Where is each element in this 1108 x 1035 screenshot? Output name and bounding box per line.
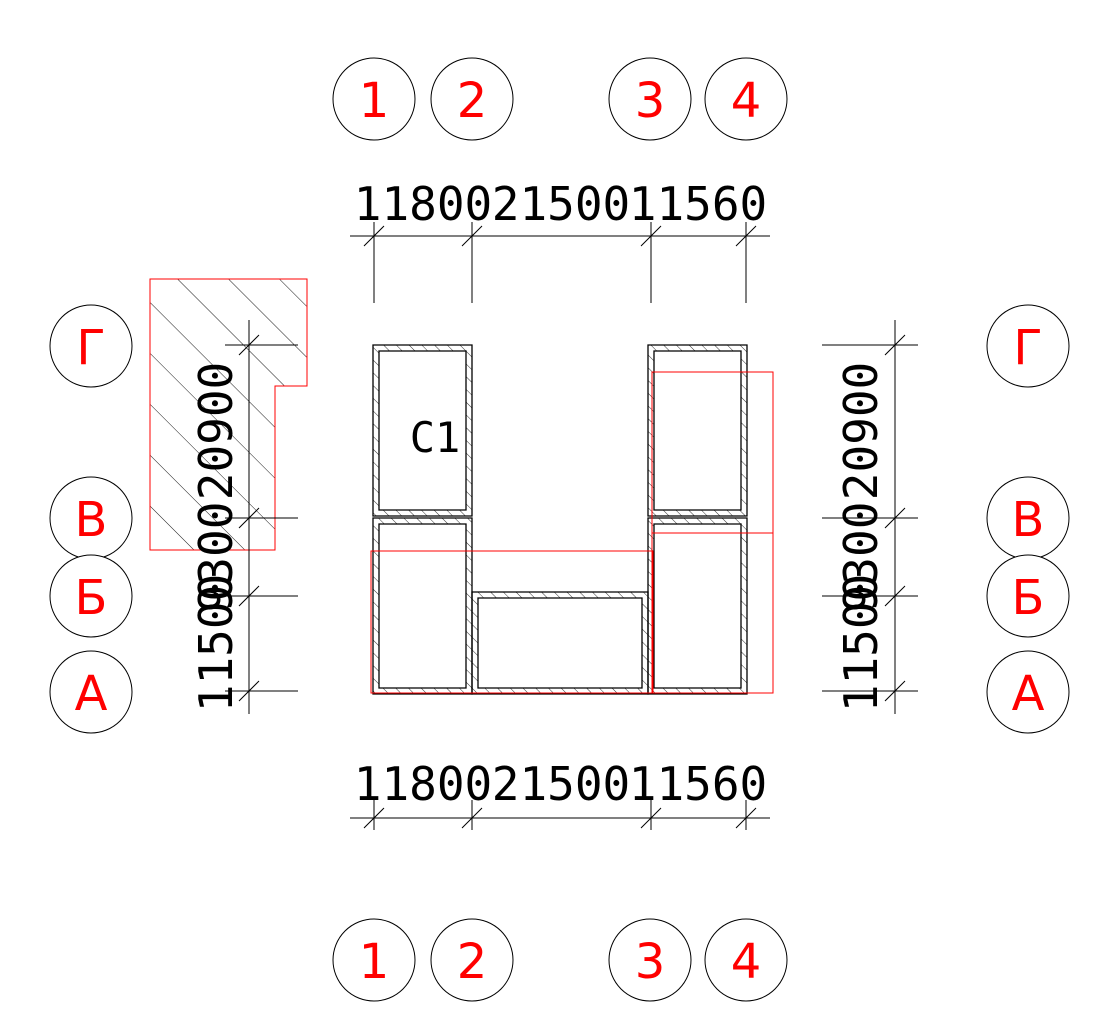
wall-left-upper — [372, 344, 473, 517]
axis-bubble-1-bottom[interactable]: 1 — [332, 918, 416, 1002]
column-axes-top: 1 2 3 4 — [332, 57, 788, 141]
axis-label: А — [1012, 666, 1045, 722]
axis-bubble-b-right[interactable]: Б — [986, 554, 1070, 638]
axis-label: В — [75, 492, 108, 548]
dim-bottom-3: 11560 — [629, 757, 767, 811]
right-dimension-line: 11500 9300 20900 — [822, 320, 918, 714]
left-dimension-line: 11500 9300 20900 — [189, 320, 298, 714]
room-label: С1 — [410, 413, 461, 462]
axis-bubble-a-left[interactable]: А — [49, 650, 133, 734]
axis-label: Г — [76, 320, 105, 376]
axis-bubble-3-top[interactable]: 3 — [608, 57, 692, 141]
axis-bubble-g-right[interactable]: Г — [986, 304, 1070, 388]
bottom-dimension-line: 11800 21500 11560 — [350, 757, 770, 830]
axis-label: 1 — [359, 73, 390, 129]
row-axes-right: Г В Б А — [986, 304, 1070, 734]
dim-top-1: 11800 — [354, 177, 492, 231]
axis-label: В — [1012, 492, 1045, 548]
dim-bottom-1: 11800 — [354, 757, 492, 811]
wall-right-upper — [647, 344, 748, 517]
red-hatched-region — [149, 278, 308, 551]
dim-right-1: 11500 — [834, 574, 888, 712]
dim-left-2: 9300 — [189, 502, 243, 613]
dim-right-2: 9300 — [834, 502, 888, 613]
red-overlays — [370, 371, 774, 694]
axis-bubble-v-left[interactable]: В — [49, 476, 133, 560]
axis-label: 4 — [731, 73, 762, 129]
axis-label: Б — [75, 570, 108, 626]
axis-bubble-3-bottom[interactable]: 3 — [608, 918, 692, 1002]
axis-bubble-2-top[interactable]: 2 — [430, 57, 514, 141]
wall-left-lower — [372, 517, 473, 695]
axis-bubble-a-right[interactable]: А — [986, 650, 1070, 734]
top-dimension-line: 11800 21500 11560 — [350, 177, 770, 303]
axis-label: 4 — [731, 934, 762, 990]
dim-top-2: 21500 — [492, 177, 630, 231]
axis-bubble-v-right[interactable]: В — [986, 476, 1070, 560]
axis-label: 3 — [635, 934, 666, 990]
axis-label: А — [75, 666, 108, 722]
dim-left-3: 20900 — [189, 362, 243, 500]
axis-label: 2 — [457, 934, 488, 990]
dim-bottom-2: 21500 — [492, 757, 630, 811]
axis-label: 1 — [359, 934, 390, 990]
dim-top-3: 11560 — [629, 177, 767, 231]
axis-label: Б — [1012, 570, 1045, 626]
axis-bubble-4-top[interactable]: 4 — [704, 57, 788, 141]
column-axes-bottom: 1 2 3 4 — [332, 918, 788, 1002]
building-plan: С1 — [372, 344, 748, 695]
axis-bubble-b-left[interactable]: Б — [49, 554, 133, 638]
axis-label: 2 — [457, 73, 488, 129]
axis-bubble-4-bottom[interactable]: 4 — [704, 918, 788, 1002]
dim-left-1: 11500 — [189, 574, 243, 712]
axis-label: Г — [1013, 320, 1042, 376]
row-axes-left: Г В Б А — [49, 304, 133, 734]
wall-bottom-middle — [471, 591, 649, 695]
axis-bubble-g-left[interactable]: Г — [49, 304, 133, 388]
axis-bubble-1-top[interactable]: 1 — [332, 57, 416, 141]
dim-right-3: 20900 — [834, 362, 888, 500]
wall-right-lower — [647, 517, 748, 695]
axis-bubble-2-bottom[interactable]: 2 — [430, 918, 514, 1002]
axis-label: 3 — [635, 73, 666, 129]
